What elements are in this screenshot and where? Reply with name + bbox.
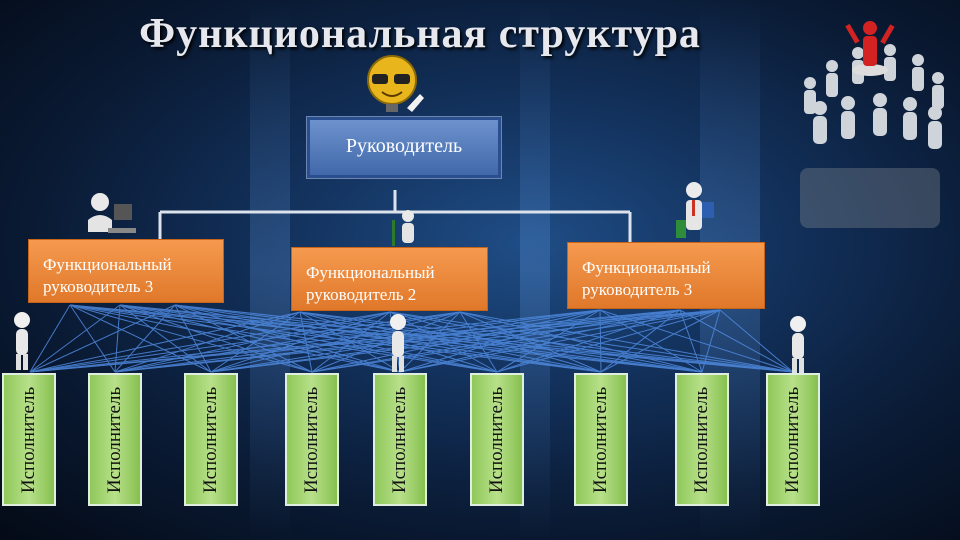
connector-line: [210, 309, 601, 373]
person-with-flag-icon: [392, 210, 414, 246]
connector-line: [459, 311, 703, 373]
executor-label: Исполнитель: [301, 386, 322, 493]
executor-label: Исполнитель: [691, 386, 712, 493]
executor-box: Исполнитель: [470, 373, 524, 506]
light-beam: [250, 0, 290, 540]
connector-line: [599, 309, 602, 373]
connector-line: [114, 304, 176, 373]
executor-box: Исполнитель: [373, 373, 427, 506]
connector-line: [600, 309, 721, 373]
executor-label: Исполнитель: [104, 386, 125, 493]
connector-line: [119, 304, 212, 373]
executor-box: Исполнитель: [285, 373, 339, 506]
executor-label: Исполнитель: [486, 386, 507, 493]
connector-line: [459, 311, 794, 373]
slide-title: Функциональная структура: [139, 11, 701, 57]
functional-manager-box: Функциональный руководитель 3: [28, 239, 224, 303]
connector-line: [399, 309, 721, 373]
executor-label: Исполнитель: [782, 386, 803, 493]
businessman-icon: [676, 182, 714, 238]
crowd-leader-icon: [800, 21, 944, 228]
executor-box: Исполнитель: [2, 373, 56, 506]
connector-line: [311, 309, 721, 373]
connector-line: [459, 311, 602, 373]
executor-label: Исполнитель: [389, 386, 410, 493]
executor-box: Исполнитель: [88, 373, 142, 506]
connector-line: [679, 309, 794, 373]
connector-line: [119, 304, 602, 373]
white-figure-icon: [390, 314, 406, 372]
connector-line: [719, 309, 794, 373]
connector-line: [69, 304, 401, 373]
connector-line: [210, 311, 461, 373]
connector-line: [69, 304, 313, 373]
connector-line: [210, 311, 391, 373]
connector-line: [29, 309, 681, 373]
connector-line: [29, 311, 301, 373]
smiley-with-glasses-icon: [367, 55, 424, 112]
connector-line: [311, 309, 601, 373]
connector-line: [29, 309, 721, 373]
executor-box: Исполнитель: [766, 373, 820, 506]
connector-line: [399, 311, 461, 373]
light-beam: [520, 0, 550, 540]
connector-line: [29, 304, 176, 373]
connector-line: [174, 304, 313, 373]
connector-line: [701, 309, 721, 373]
connector-line: [299, 311, 703, 373]
connector-line: [29, 311, 391, 373]
white-figure-icon: [790, 316, 806, 374]
connector-line: [69, 304, 212, 373]
connector-line: [29, 311, 461, 373]
connector-line: [114, 311, 391, 373]
connector-line: [389, 311, 794, 373]
connector-line: [29, 304, 71, 373]
connector-line: [119, 304, 703, 373]
computer-operator-icon: [88, 193, 136, 233]
connector-line: [459, 311, 498, 373]
connector-line: [389, 311, 498, 373]
executor-label: Исполнитель: [200, 386, 221, 493]
connector-line: [210, 311, 301, 373]
connector-line: [29, 309, 601, 373]
connector-line: [69, 304, 498, 373]
executor-label: Исполнитель: [18, 386, 39, 493]
connector-line: [114, 309, 721, 373]
connector-line: [496, 309, 721, 373]
executor-box: Исполнитель: [574, 373, 628, 506]
functional-manager-box: Функциональный руководитель 3: [567, 242, 765, 309]
functional-manager-box: Функциональный руководитель 2: [291, 247, 488, 311]
white-figure-icon: [14, 312, 30, 370]
connector-line: [210, 309, 721, 373]
connector-line: [119, 304, 794, 373]
connector-line: [29, 304, 121, 373]
executor-box: Исполнитель: [675, 373, 729, 506]
connector-line: [114, 304, 121, 373]
executor-label: Исполнитель: [590, 386, 611, 493]
director-box: Руководитель: [306, 116, 502, 179]
executor-box: Исполнитель: [184, 373, 238, 506]
